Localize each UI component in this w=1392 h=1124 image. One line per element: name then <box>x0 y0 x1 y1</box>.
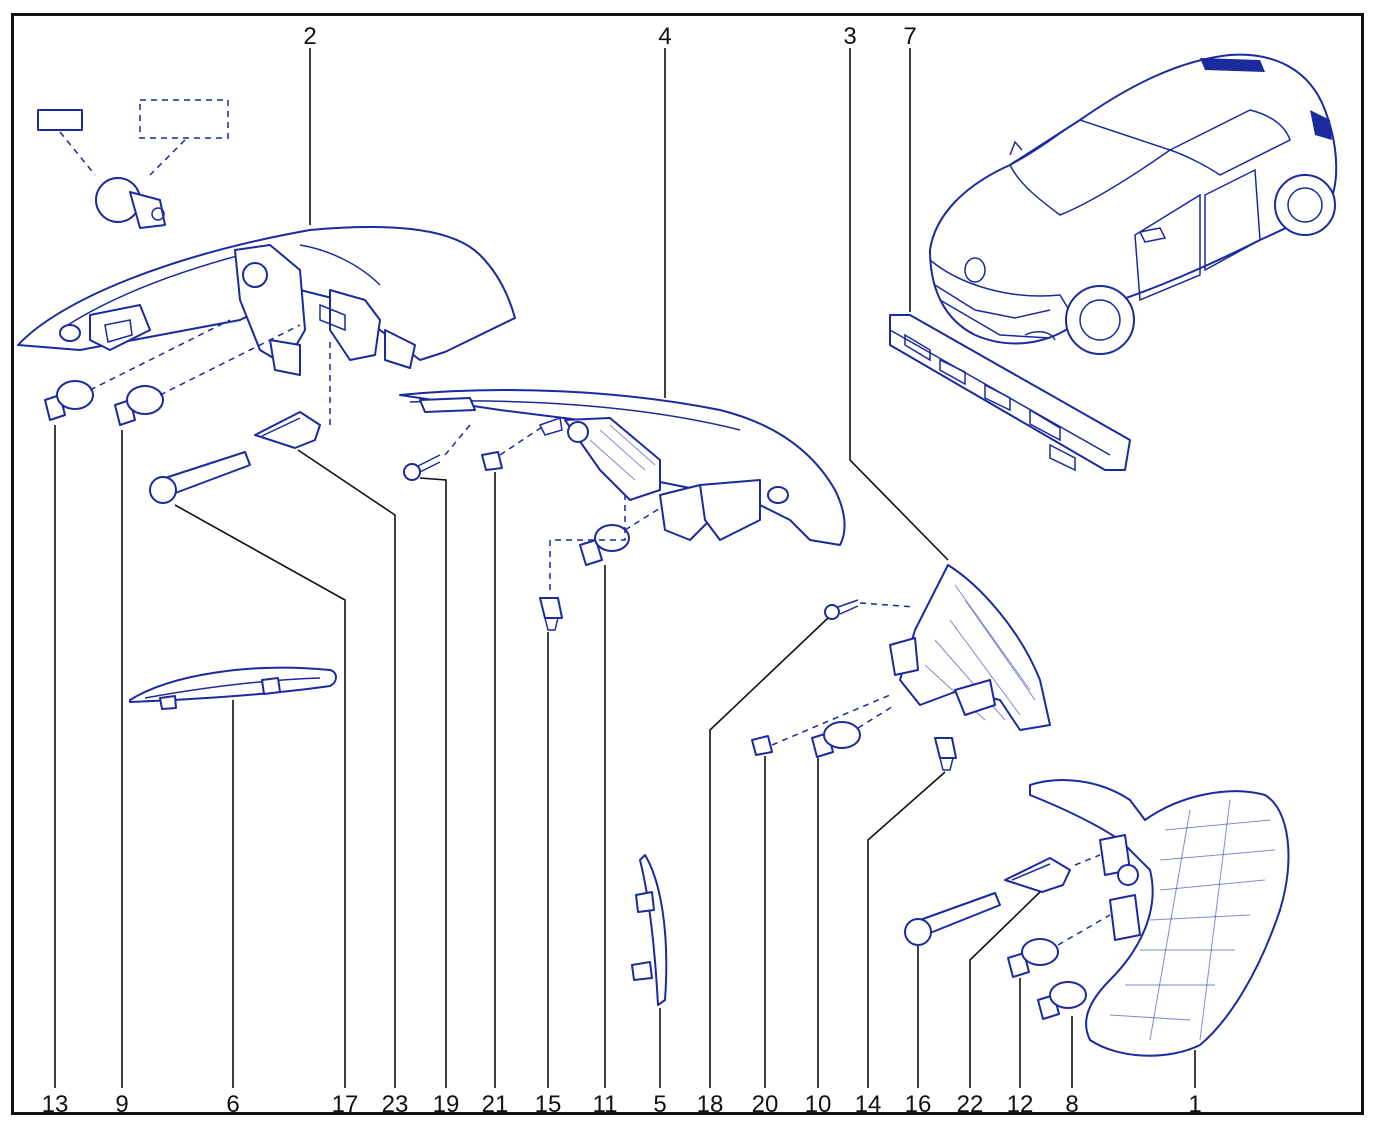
side-reflector <box>129 666 337 710</box>
bulb-15 <box>539 597 563 631</box>
callout-4: 4 <box>658 23 671 50</box>
callout-7: 7 <box>903 23 916 50</box>
bulb-9 <box>114 385 164 426</box>
third-brake-lamp <box>889 314 1131 472</box>
bulb-10 <box>811 721 861 758</box>
front-side-lamp <box>399 389 846 546</box>
clip-20 <box>751 735 773 756</box>
bulb-11 <box>579 524 630 566</box>
callout-15: 15 <box>535 1091 562 1118</box>
callout-3: 3 <box>843 23 856 50</box>
bulb-12 <box>1007 938 1059 978</box>
callout-1: 1 <box>1188 1091 1201 1118</box>
rear-tail-lamp <box>1029 779 1290 1057</box>
callout-10: 10 <box>805 1091 832 1118</box>
callout-14: 14 <box>855 1091 882 1118</box>
bulb-8 <box>1037 981 1087 1020</box>
car-overview <box>929 53 1338 355</box>
callout-5: 5 <box>653 1091 666 1118</box>
callout-16: 16 <box>905 1091 932 1118</box>
bulb-14 <box>934 737 957 771</box>
callout-8: 8 <box>1065 1091 1078 1118</box>
callout-13: 13 <box>42 1091 69 1118</box>
bulbs <box>44 319 1111 1020</box>
clip-21 <box>481 451 503 471</box>
callout-6: 6 <box>226 1091 239 1118</box>
callout-2: 2 <box>303 23 316 50</box>
callout-21: 21 <box>482 1091 509 1118</box>
screw-19 <box>403 454 441 481</box>
callout-12: 12 <box>1007 1091 1034 1118</box>
callout-11: 11 <box>593 1091 618 1118</box>
bulb-detail-inset <box>37 99 229 229</box>
leader-lines <box>54 48 1196 1088</box>
bulb-13 <box>44 380 94 421</box>
callout-labels: 2 4 3 7 13 9 6 17 23 19 21 15 11 5 18 20… <box>42 23 1202 1118</box>
callout-19: 19 <box>433 1091 460 1118</box>
side-repeater <box>631 854 668 1006</box>
callout-9: 9 <box>115 1091 128 1118</box>
headlamp-unit <box>17 226 516 376</box>
screws <box>403 424 916 756</box>
callout-23: 23 <box>382 1091 409 1118</box>
front-corner-lamp <box>889 564 1051 731</box>
screw-18 <box>824 599 859 620</box>
callout-20: 20 <box>752 1091 779 1118</box>
callout-17: 17 <box>332 1091 359 1118</box>
clips <box>149 340 1101 946</box>
callout-18: 18 <box>697 1091 724 1118</box>
callout-22: 22 <box>957 1091 984 1118</box>
